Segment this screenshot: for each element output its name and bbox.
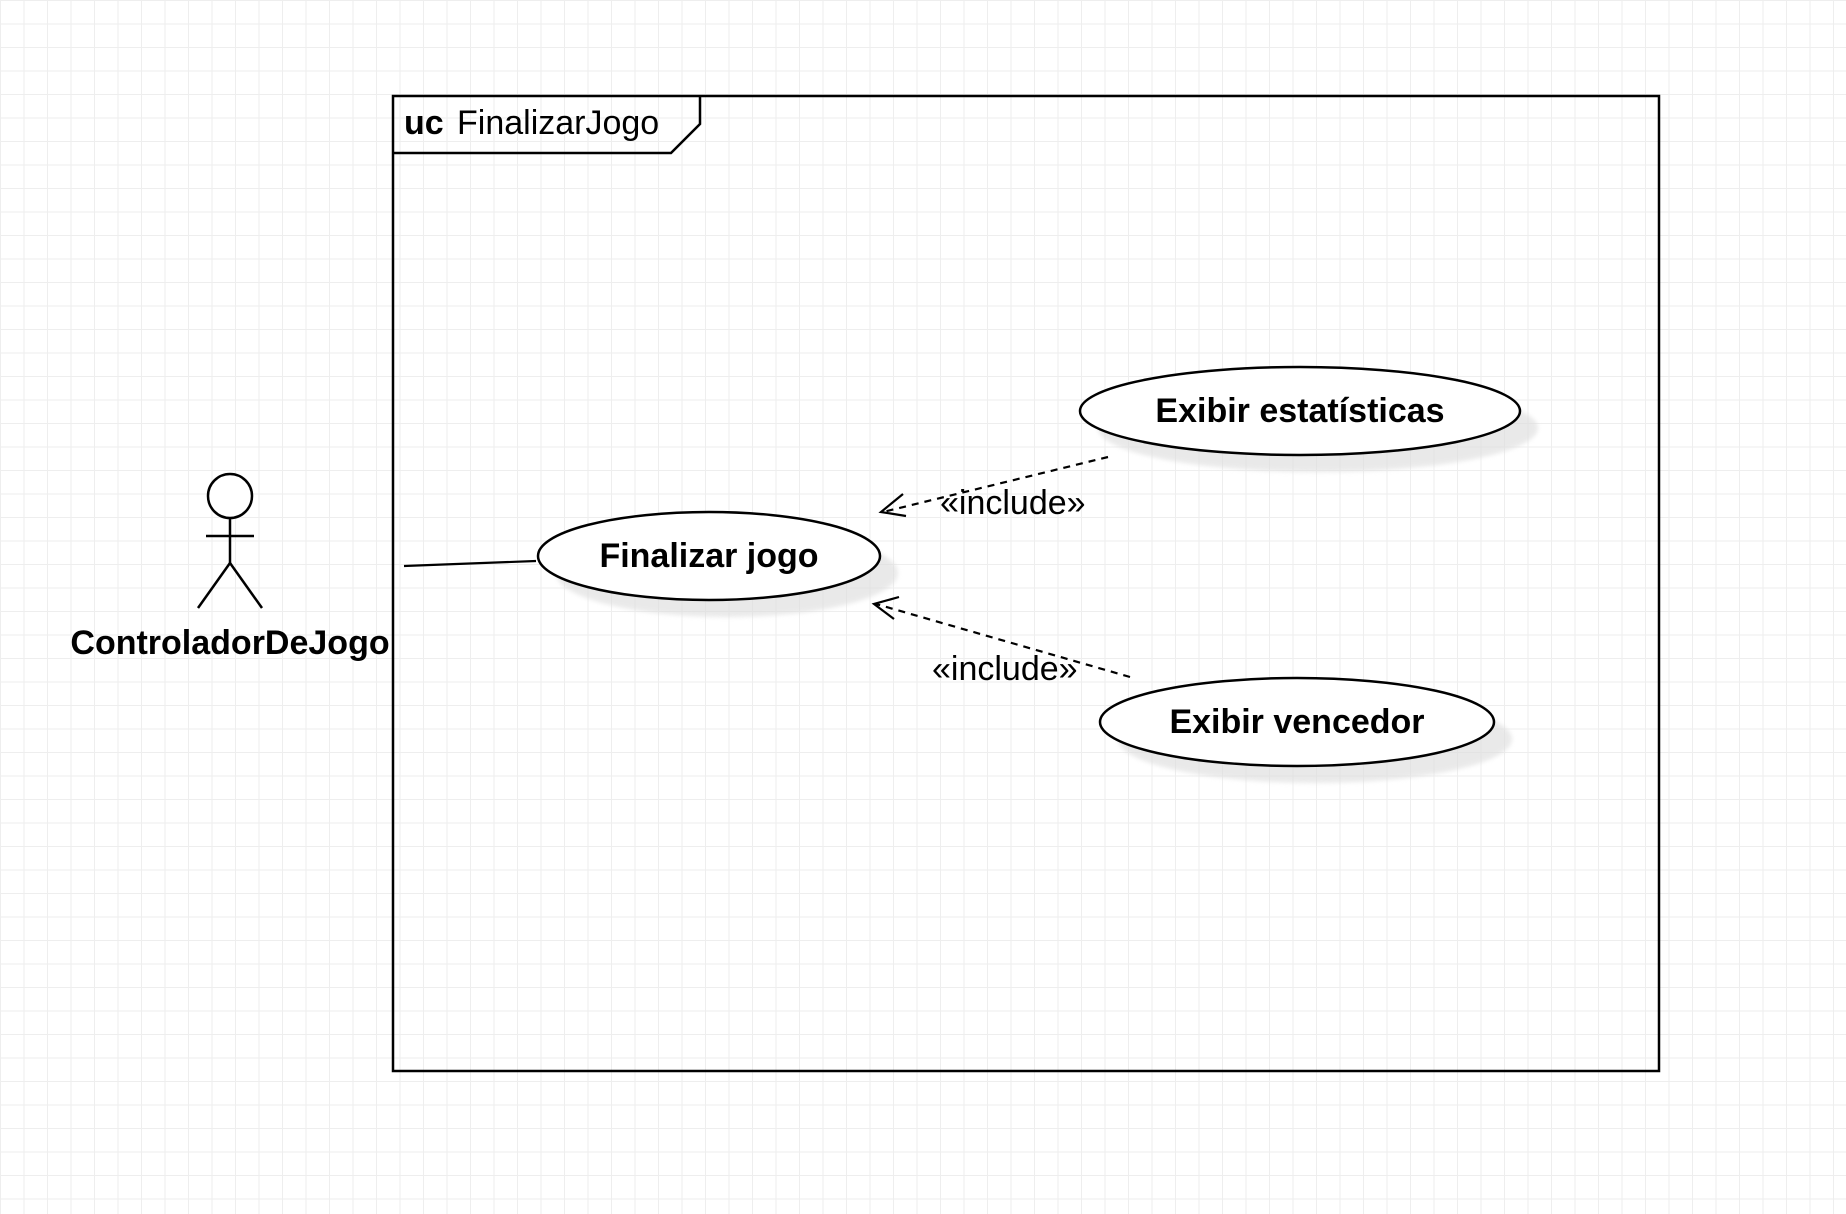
use-case-exibir-estatisticas[interactable]: Exibir estatísticas (1078, 365, 1538, 472)
actor-left-leg (196, 562, 232, 609)
system-frame[interactable] (391, 94, 1661, 1073)
use-case-finalizar-jogo-label: Finalizar jogo (599, 537, 818, 575)
use-case-exibir-vencedor-label: Exibir vencedor (1169, 703, 1424, 741)
actor-head (206, 472, 254, 520)
include-edge-vencedor[interactable] (871, 595, 1131, 679)
actor-controladordejogo[interactable] (196, 472, 264, 609)
use-case-exibir-estatisticas-label: Exibir estatísticas (1155, 392, 1444, 430)
actor-name: ControladorDeJogo (70, 624, 389, 662)
actor-right-leg (228, 562, 264, 609)
frame-title: FinalizarJogo (457, 104, 659, 142)
use-case-exibir-vencedor[interactable]: Exibir vencedor (1098, 676, 1512, 783)
include-label-vencedor: «include» (932, 650, 1078, 688)
use-case-finalizar-jogo[interactable]: Finalizar jogo (536, 510, 898, 617)
include-edge-estatisticas[interactable] (878, 455, 1109, 518)
frame-keyword: uc (404, 104, 444, 142)
frame-name-tab (393, 96, 702, 155)
association-line[interactable] (403, 559, 537, 568)
include-label-estatisticas: «include» (940, 484, 1086, 522)
